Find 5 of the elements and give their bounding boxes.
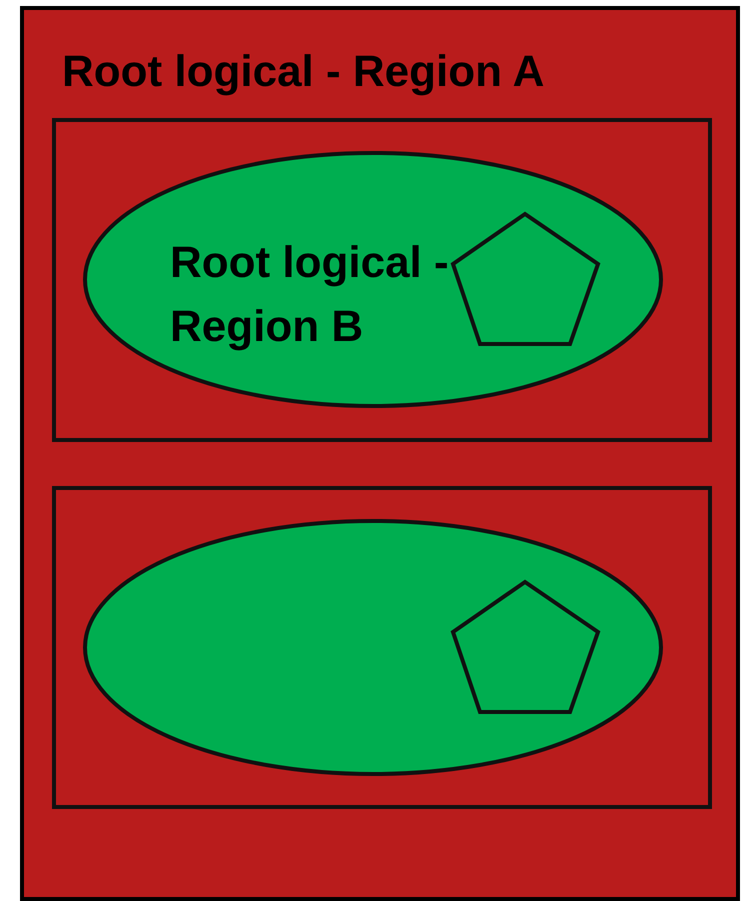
region-label: Root logical - Region B bbox=[170, 237, 450, 353]
region-panel bbox=[20, 6, 740, 901]
panel-title: Root logical - Region A bbox=[62, 46, 546, 98]
container-box bbox=[52, 118, 712, 442]
container-box bbox=[52, 486, 712, 809]
